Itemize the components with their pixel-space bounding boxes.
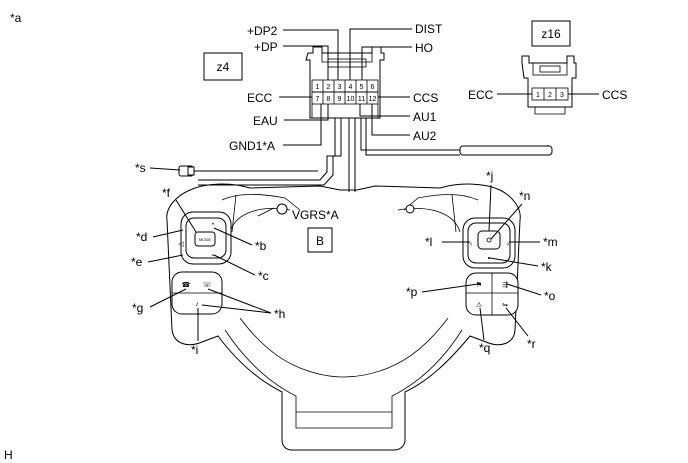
label-gnd1: GND1*A: [229, 139, 275, 153]
label-ecc-z16: ECC: [468, 88, 494, 102]
view-b-box: [307, 227, 333, 253]
callout-m: *m: [543, 235, 558, 249]
label-ccs-z4: CCS: [413, 91, 438, 105]
harness-tube: [459, 145, 553, 156]
connector-z4-pins-bottom: 7 8 9 10 11 12: [311, 91, 379, 105]
distance-icon: ⇶: [502, 281, 508, 289]
callout-d: *d: [136, 230, 147, 244]
connector-z16: z16 1 2 3 ECC CCS: [468, 20, 627, 115]
leader-dist: [349, 28, 412, 80]
callout-q: *q: [479, 341, 490, 355]
lane-icon: ⚑: [476, 281, 482, 289]
on-hook-icon: ☏: [203, 281, 212, 289]
seek-up-icon: ⌃: [210, 222, 216, 230]
label-ecc-z4: ECC: [247, 91, 273, 105]
label-au2: AU2: [413, 129, 437, 143]
callout-s: *s: [135, 161, 146, 175]
right-screw: [405, 204, 415, 214]
volume-icon: ◁: [178, 241, 184, 248]
vgrs-screw: [276, 203, 288, 215]
label-vgrs: VGRS*A: [292, 208, 339, 222]
connector-z16-title-box: [531, 20, 571, 47]
pin-label: 12: [369, 96, 377, 103]
label-ho: HO: [415, 41, 433, 55]
connector-z4-title: z4: [217, 60, 230, 74]
connector-z4-latch: [321, 53, 373, 63]
pin-label: 3: [560, 92, 564, 99]
callout-n: *n: [519, 189, 530, 203]
callout-c: *c: [258, 269, 269, 283]
mode-button-label: MODE: [199, 237, 211, 242]
pin-label: 10: [347, 96, 355, 103]
leader-dp2: [283, 29, 339, 80]
figure-corner-mark: H: [4, 448, 13, 462]
pin-label: 5: [360, 84, 364, 91]
view-b-label: B: [316, 234, 324, 248]
pin-label: 3: [338, 84, 342, 91]
pin-label: 7: [316, 96, 320, 103]
label-dp: +DP: [254, 40, 278, 54]
z4-wire-labels: +DP2 +DP DIST HO ECC CCS EAU AU1 AU2 GND…: [229, 22, 443, 153]
pin-label: 8: [327, 96, 331, 103]
connector-z4-pins-top: 1 2 3 4 5 6: [311, 79, 379, 93]
callout-p: *p: [406, 285, 418, 299]
callout-f: *f: [162, 186, 171, 200]
mode-button[interactable]: [194, 231, 216, 247]
pin-label: 9: [338, 96, 342, 103]
figure-label: *a: [10, 11, 22, 25]
callout-l: *l: [425, 235, 432, 249]
label-ccs-z16: CCS: [602, 88, 627, 102]
left-arrow-icon: ‹: [470, 241, 473, 248]
pin-label: 11: [358, 96, 365, 103]
label-au1: AU1: [413, 110, 437, 124]
wheel-hub-curve: [239, 317, 449, 378]
connector-z4-title-box: [203, 52, 243, 81]
callout-o: *o: [544, 289, 556, 303]
callout-j: *j: [486, 169, 493, 183]
leader-au2: [371, 104, 410, 136]
assist-icon: ⚠: [476, 301, 482, 309]
leader-ho: [361, 46, 412, 80]
callout-e: *e: [131, 255, 143, 269]
center-select-button[interactable]: [477, 230, 501, 250]
right-callouts: *j *n *l *m *k *p *o *q *r: [406, 169, 558, 355]
leader-dp: [283, 45, 329, 80]
callout-h: *h: [274, 307, 285, 321]
seek-down-icon: ⌄: [210, 251, 216, 258]
left-callouts: *f *d *b *e *c *g *h *i: [131, 186, 285, 357]
pin-label: 1: [316, 84, 320, 91]
connector-z16-title: z16: [541, 27, 561, 41]
label-eau: EAU: [253, 114, 278, 128]
pin-label: 1: [536, 92, 540, 99]
wheel-inner-rim: [224, 329, 463, 429]
steering-wheel: MODE ◁ ⌃ ⌄ ☎ ☏ ♪ ‹ › ⚑ ⇶ ⚠ ⇋ B: [166, 183, 521, 451]
pin-label: 2: [548, 92, 552, 99]
callout-g: *g: [132, 301, 143, 315]
pin-label: 4: [349, 84, 353, 91]
label-dist: DIST: [415, 22, 443, 36]
leader-au1: [359, 104, 410, 117]
pin-label: 6: [371, 84, 375, 91]
callout-i: *i: [191, 343, 198, 357]
leader-eau: [284, 104, 329, 121]
callout-b: *b: [255, 239, 267, 253]
car-distance-icon: ⇋: [502, 302, 508, 309]
right-arrow-icon: ›: [507, 241, 510, 248]
voice-icon: ♪: [195, 301, 199, 308]
connector-z4-body: [305, 46, 385, 119]
label-dp2: +DP2: [247, 24, 278, 38]
connector-z4-latch-inner: [327, 58, 367, 68]
callout-k: *k: [541, 260, 553, 274]
connector-z4: z4 1 2 3 4 5 6 7 8: [203, 46, 385, 119]
callout-r: *r: [527, 337, 536, 351]
wheel-outline: [166, 183, 521, 451]
pin-label: 2: [327, 84, 331, 91]
off-hook-icon: ☎: [182, 281, 191, 289]
z4-harness: *s: [135, 118, 553, 192]
leader-gnd1: [283, 104, 322, 146]
